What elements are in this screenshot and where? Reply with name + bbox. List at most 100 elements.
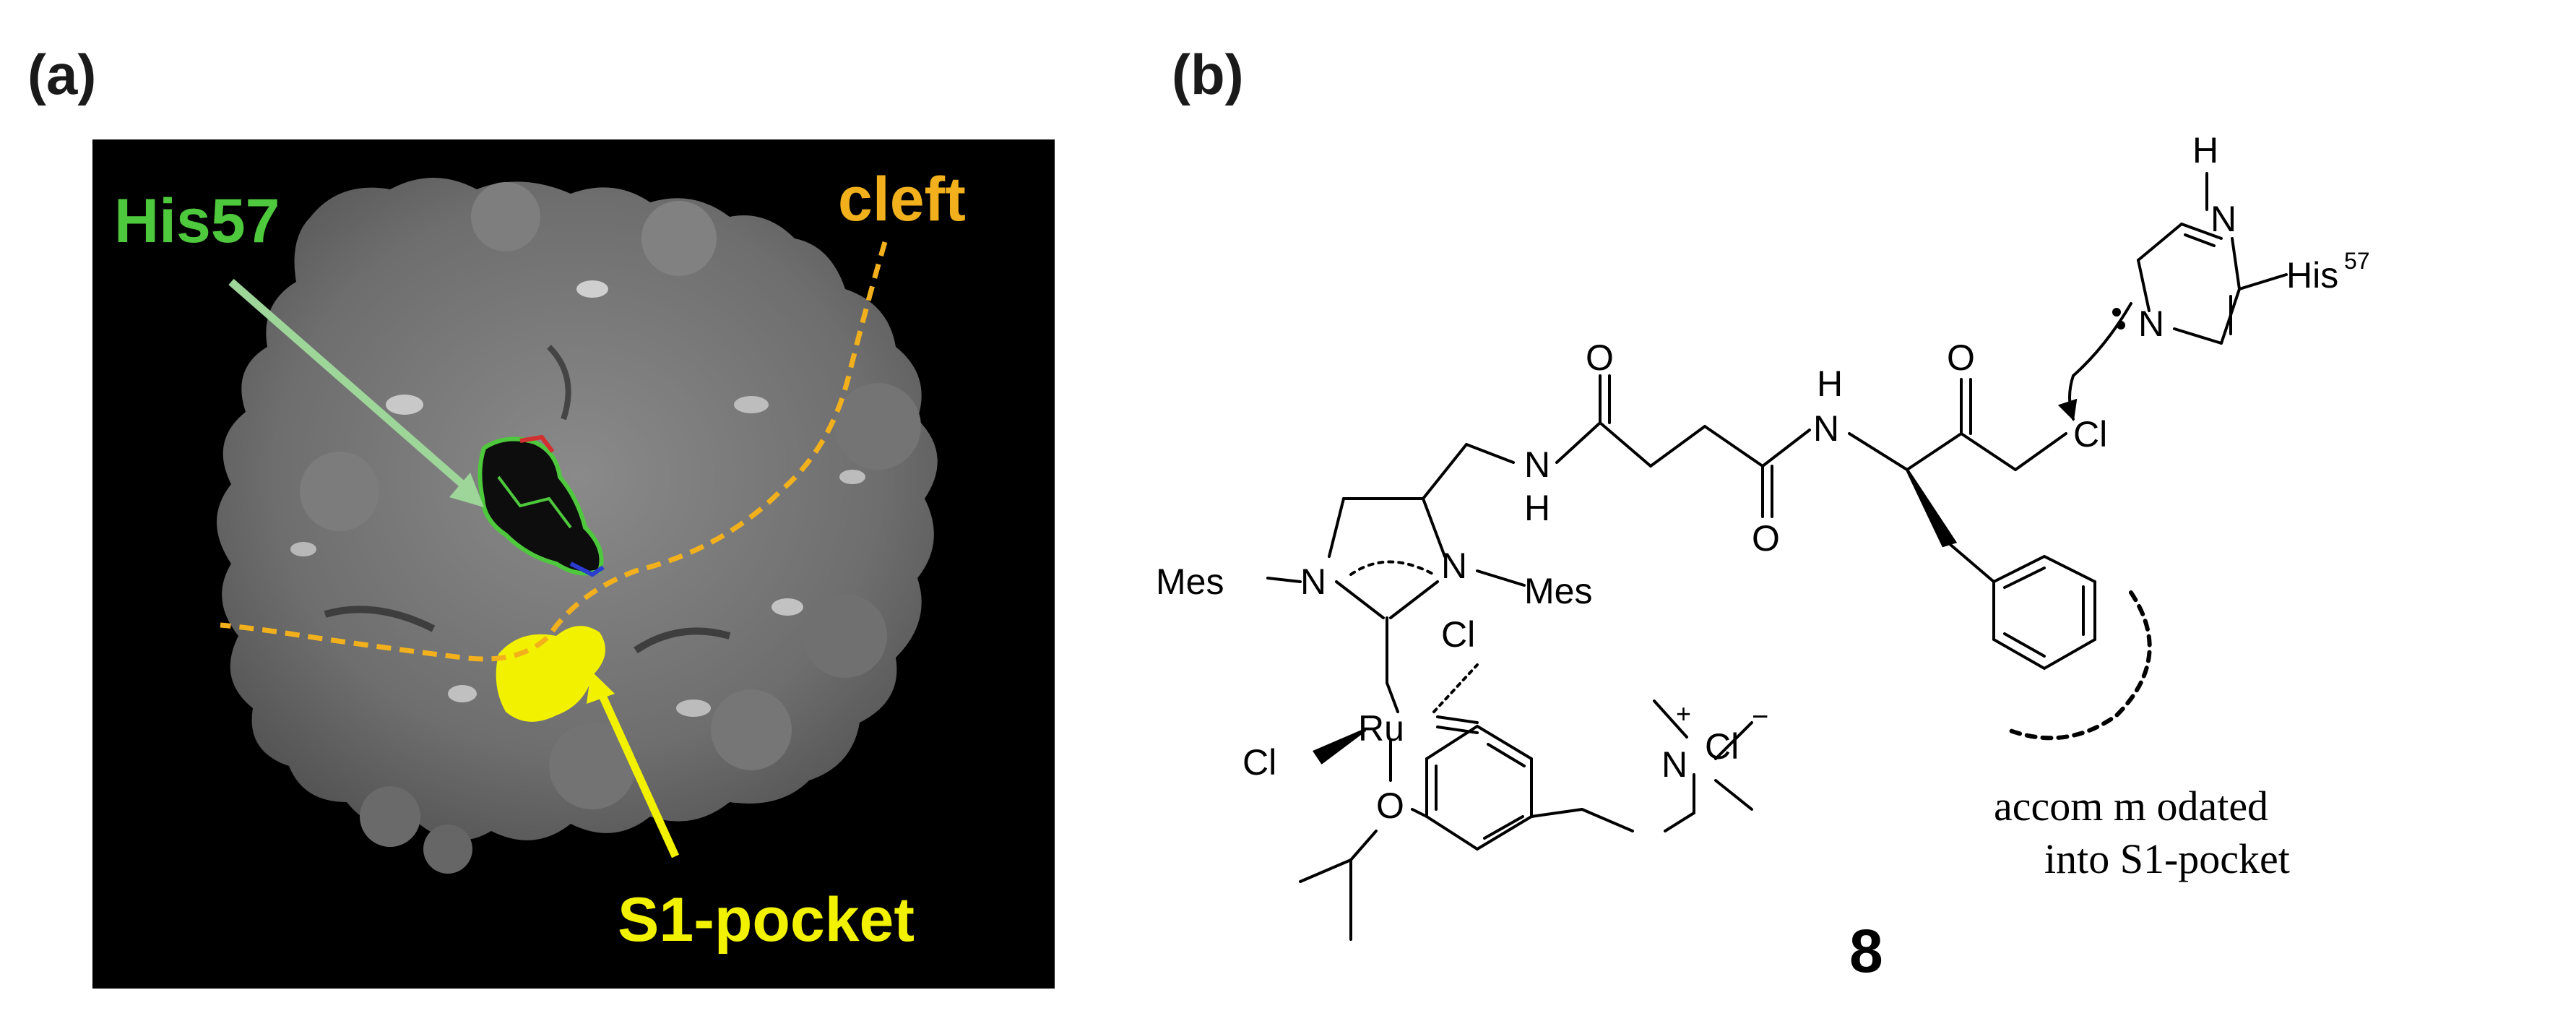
phenyl-ring	[1992, 554, 2096, 671]
bond	[1664, 811, 1695, 832]
bond	[2137, 223, 2183, 262]
surface-highlight	[290, 542, 316, 556]
atom-o-ketone: O	[1947, 337, 1975, 378]
surface-lobe	[803, 594, 887, 678]
his57-arrow-head	[449, 473, 484, 507]
surface-highlight	[448, 685, 477, 702]
bond-n-mes-right	[1476, 569, 1526, 587]
atom-n-right: N	[1441, 546, 1467, 586]
bond	[1649, 425, 1706, 468]
atom-cl-chloromethyl: Cl	[2073, 414, 2107, 455]
bond-aromatic	[2003, 632, 2046, 658]
bond	[1948, 542, 1995, 583]
benzylidene-hexagon	[1425, 724, 1533, 851]
his57-label: His57	[114, 186, 280, 256]
panel-b-label: (b)	[1172, 43, 1244, 106]
bond	[2180, 223, 2223, 240]
bond	[2173, 327, 2223, 345]
s1-pocket-label: S1-pocket	[618, 885, 915, 955]
compound-number: 8	[1849, 917, 1883, 985]
bond-n-mes-left	[1266, 577, 1302, 583]
atom-labels: Mes N N Mes Ru Cl Cl O N + Cl − N H O O …	[1156, 130, 2370, 826]
surface-lobe	[834, 383, 921, 470]
bond	[1436, 715, 1479, 724]
bond	[2137, 259, 2151, 312]
surface-highlight	[734, 396, 769, 413]
his57-base-label: His	[2286, 255, 2338, 296]
bond-nme-methyl	[1714, 721, 1753, 760]
cleft-line	[220, 241, 888, 662]
bond	[1299, 858, 1352, 883]
surface-highlight	[386, 395, 423, 415]
atom-o-ether: O	[1376, 785, 1404, 826]
bond-nme-methyl	[1653, 699, 1688, 739]
bond	[1422, 443, 1468, 500]
panel-b	[1266, 172, 2288, 941]
wedge-bond	[1313, 728, 1367, 765]
surface-highlight	[839, 470, 865, 484]
s1-pocket-arrow-shaft	[599, 695, 680, 858]
atom-h-amine: H	[1524, 488, 1550, 528]
bond-hashed	[1432, 663, 1479, 713]
bond	[1848, 432, 1909, 471]
atom-cl-lower: Cl	[1242, 742, 1276, 783]
bond	[1389, 580, 1439, 619]
charge-minus: −	[1752, 701, 1768, 733]
bond	[1703, 425, 1764, 468]
bond	[1581, 808, 1634, 832]
atom-ru: Ru	[1358, 708, 1404, 749]
s1-pocket-arc	[2006, 590, 2152, 741]
surface-lobe	[360, 786, 420, 847]
bond	[2231, 237, 2241, 290]
wedge-bond	[1906, 468, 1958, 548]
atom-mes-left: Mes	[1156, 561, 1224, 602]
lone-pair-dot	[2112, 308, 2121, 317]
atom-o-amide2: O	[1752, 518, 1780, 559]
panel-a-label: (a)	[27, 43, 97, 106]
bond	[1530, 808, 1583, 818]
his57-residue	[477, 434, 605, 577]
bond	[1335, 580, 1385, 619]
bond	[1422, 497, 1446, 558]
bond	[1599, 421, 1652, 468]
surface-lobe	[471, 182, 540, 251]
atom-cl-counterion: Cl	[1705, 726, 1739, 767]
surface-crevice	[324, 606, 436, 632]
bond-his	[2238, 273, 2288, 290]
imidazole-ring	[2137, 172, 2288, 345]
atom-n-amide: N	[1813, 408, 1839, 449]
atom-h-amide: H	[1817, 363, 1843, 404]
bond-aromatic	[2003, 567, 2046, 589]
s1-pocket-arrow-head	[587, 671, 615, 704]
surface-lobe	[641, 201, 717, 276]
atom-cl-upper: Cl	[1441, 614, 1475, 655]
charge-plus: +	[1676, 699, 1691, 728]
s1-pocket-arrow	[587, 671, 680, 858]
surface-crevice	[547, 345, 571, 421]
bond	[1906, 432, 1963, 471]
bond	[1555, 421, 1602, 464]
s1-note-line1: accom m odated	[1994, 783, 2268, 830]
bond	[1761, 429, 1811, 468]
bond	[1960, 432, 2017, 471]
bond	[1465, 443, 1515, 464]
his57-arrow-shaft	[228, 278, 465, 488]
atom-mes-right: Mes	[1524, 571, 1592, 611]
curly-arrow	[2057, 302, 2132, 421]
surface-highlight	[576, 280, 608, 298]
surface-crevice	[634, 627, 731, 654]
atom-n-amine: N	[1524, 444, 1550, 485]
surface-lobe	[423, 825, 472, 874]
surface-lobe	[300, 452, 379, 531]
bond-aromatic	[1487, 743, 1526, 767]
benzylidene-ring	[1425, 724, 1533, 851]
his57-bond	[497, 475, 572, 529]
atom-n-imidazole: N	[2138, 303, 2164, 344]
atom-n-left: N	[1300, 561, 1326, 602]
bond	[2014, 432, 2067, 471]
bond	[1349, 830, 1378, 861]
atom-n-imidazole-h: N	[2210, 199, 2236, 239]
atom-h-imidazole: H	[2192, 130, 2218, 171]
nhc-ring	[1328, 497, 1446, 684]
